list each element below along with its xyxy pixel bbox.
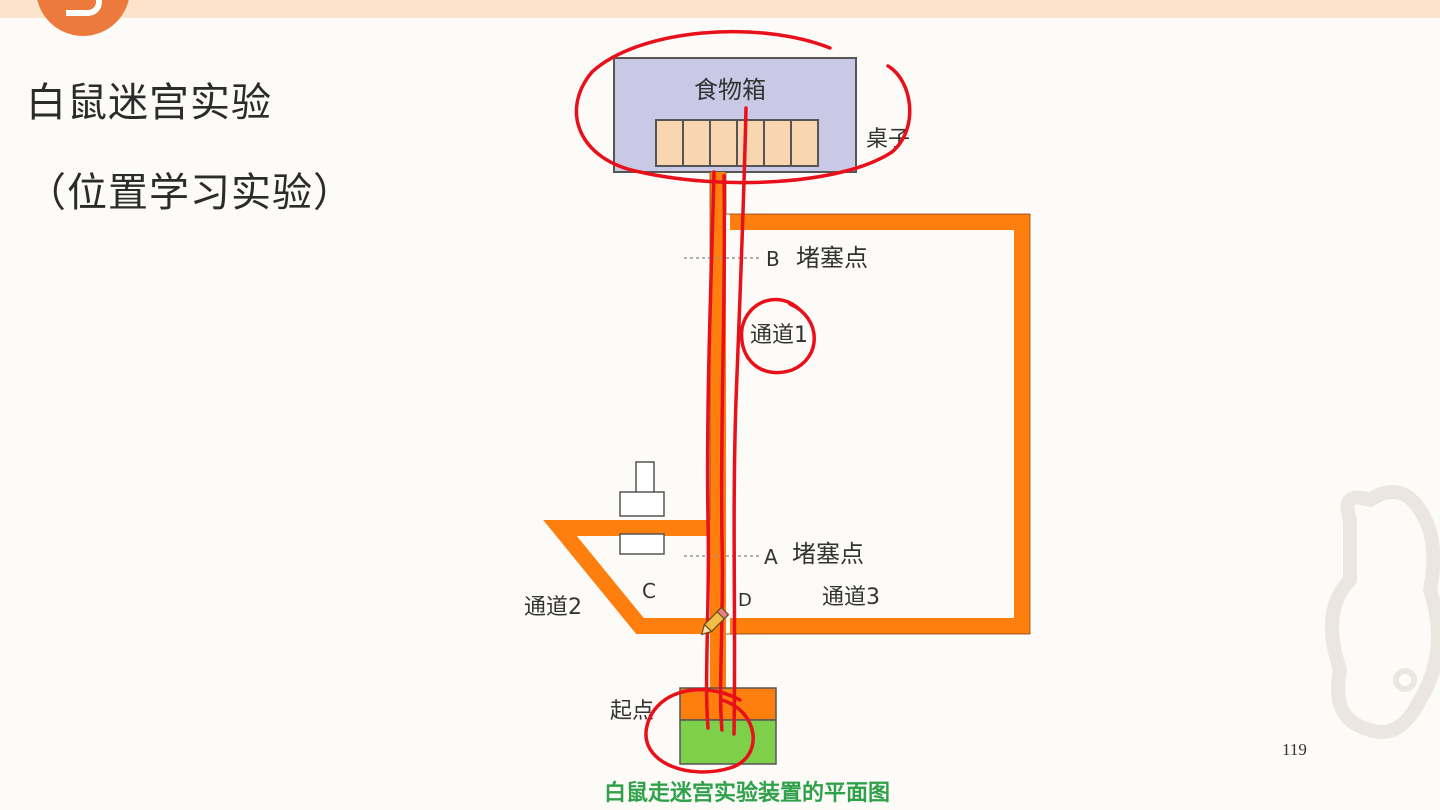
channel-2-path — [543, 520, 710, 634]
food-box-circle — [574, 29, 912, 185]
route-line-mid — [718, 174, 727, 732]
channel-2-label: 通道2 — [524, 595, 582, 620]
channel-1-label: 通道1 — [750, 323, 808, 348]
slide-title: 白鼠迷宫实验 — [26, 80, 272, 126]
slide-subtitle: （位置学习实验） — [26, 170, 354, 216]
channel-3-path — [730, 214, 1030, 634]
start-label: 起点 — [610, 699, 654, 724]
pencil-icon — [700, 606, 730, 636]
route-line-left — [704, 170, 716, 730]
channel-1-circle — [739, 297, 816, 375]
block-b-label: 堵塞点 — [796, 244, 868, 272]
block-a-letter: A — [764, 545, 778, 569]
watermark-mascot — [1325, 485, 1440, 739]
red-annotations — [574, 29, 912, 774]
start-circle — [644, 687, 755, 774]
point-c-label: C — [642, 579, 656, 603]
maze-channels — [543, 172, 1030, 690]
corner-badge-mark — [66, 0, 102, 16]
block-b-letter: B — [766, 247, 780, 271]
food-slots — [655, 119, 819, 167]
food-box-label: 食物箱 — [694, 76, 766, 104]
point-d-label: D — [738, 590, 752, 611]
diagram-caption: 白鼠走迷宫实验装置的平面图 — [604, 780, 890, 806]
channel-3-label: 通道3 — [822, 585, 880, 610]
side-box — [619, 461, 665, 555]
top-bar — [0, 0, 1440, 18]
maze-channel-edges — [709, 172, 1031, 635]
block-a-label: 堵塞点 — [792, 540, 864, 568]
page-number: 119 — [1282, 740, 1307, 759]
start-box-bottom — [679, 719, 777, 765]
route-line-right — [732, 106, 748, 736]
